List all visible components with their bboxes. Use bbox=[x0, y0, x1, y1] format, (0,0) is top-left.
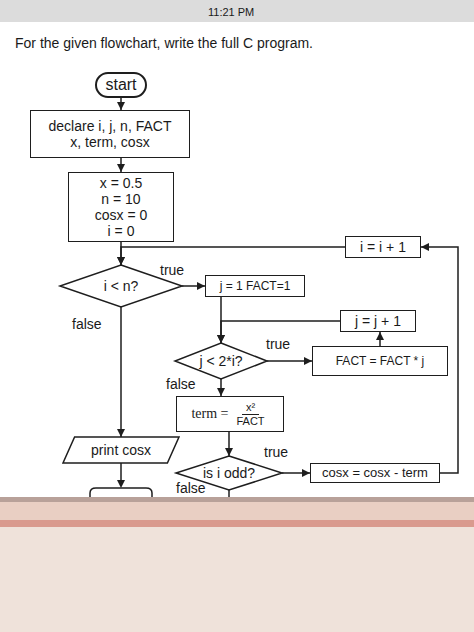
node-text: i = i + 1 bbox=[360, 239, 406, 255]
node-text: x = 0.5 bbox=[100, 175, 142, 191]
bezel-lower bbox=[0, 527, 474, 632]
branch-label: true bbox=[264, 444, 288, 460]
screen-edge bbox=[0, 497, 474, 502]
process-box: FACT = FACT * j bbox=[312, 346, 448, 376]
question-text: For the given flowchart, write the full … bbox=[15, 35, 313, 51]
stub-line bbox=[228, 490, 230, 497]
node-text: term = bbox=[191, 406, 228, 422]
branch-label: false bbox=[166, 376, 196, 392]
branch-label: false bbox=[176, 480, 206, 496]
node-text: is i odd? bbox=[203, 465, 255, 481]
fraction: x²FACT bbox=[232, 401, 268, 428]
decision-diamond: is i odd? bbox=[176, 456, 282, 490]
flow-arrow bbox=[379, 332, 381, 346]
node-text: j = 1 FACT=1 bbox=[220, 278, 291, 294]
process-box: j = j + 1 bbox=[340, 310, 416, 332]
process-box: cosx = cosx - term bbox=[310, 463, 440, 483]
flow-arrow bbox=[120, 158, 122, 172]
node-text: cosx = 0 bbox=[95, 207, 148, 223]
branch-label: true bbox=[160, 262, 184, 278]
status-time: 11:21 PM bbox=[208, 4, 254, 20]
terminal-box: start bbox=[95, 72, 147, 98]
branch-label: false bbox=[72, 316, 102, 332]
numerator: x² bbox=[242, 401, 259, 415]
flow-arrow bbox=[267, 360, 312, 362]
flow-arrow bbox=[220, 297, 222, 343]
flow-arrow bbox=[120, 98, 122, 110]
flow-arrow bbox=[220, 379, 222, 396]
process-box: j = 1 FACT=1 bbox=[205, 275, 305, 297]
arrow-head bbox=[117, 480, 125, 488]
flow-arrow bbox=[228, 432, 230, 456]
node-text: start bbox=[105, 77, 136, 93]
node-text: j = j + 1 bbox=[355, 313, 401, 329]
flow-arrow bbox=[120, 307, 122, 437]
node-text: j < 2*i? bbox=[199, 353, 242, 369]
flow-arrow bbox=[421, 247, 458, 473]
process-box: i = i + 1 bbox=[345, 236, 421, 258]
io-parallelogram: print cosx bbox=[63, 437, 179, 463]
process-box: x = 0.5n = 10cosx = 0i = 0 bbox=[68, 172, 174, 242]
node-text: print cosx bbox=[91, 442, 151, 458]
cut-off-box bbox=[90, 488, 152, 497]
status-bar bbox=[0, 0, 474, 22]
declare-box: declare i, j, n, FACT x, term, cosx bbox=[30, 110, 190, 158]
flow-arrow bbox=[282, 472, 310, 474]
process-box: term =x²FACT bbox=[176, 396, 284, 432]
node-text: FACT = FACT * j bbox=[336, 353, 425, 369]
tablet-bezel bbox=[0, 497, 474, 632]
node-text: i = 0 bbox=[108, 223, 135, 239]
flow-arrow bbox=[121, 247, 345, 265]
flow-arrow bbox=[120, 242, 122, 265]
bezel-band bbox=[0, 520, 474, 527]
flow-arrow bbox=[182, 285, 205, 287]
shape-outline bbox=[176, 456, 282, 490]
branch-label: true bbox=[266, 336, 290, 352]
shape-outline bbox=[63, 437, 179, 463]
node-text: declare i, j, n, FACT x, term, cosx bbox=[45, 118, 175, 150]
node-text: i < n? bbox=[104, 278, 139, 294]
decision-diamond: j < 2*i? bbox=[175, 343, 267, 379]
node-text: n = 10 bbox=[101, 191, 140, 207]
node-text: cosx = cosx - term bbox=[322, 465, 428, 481]
shape-outline bbox=[175, 343, 267, 379]
denominator: FACT bbox=[232, 415, 268, 428]
